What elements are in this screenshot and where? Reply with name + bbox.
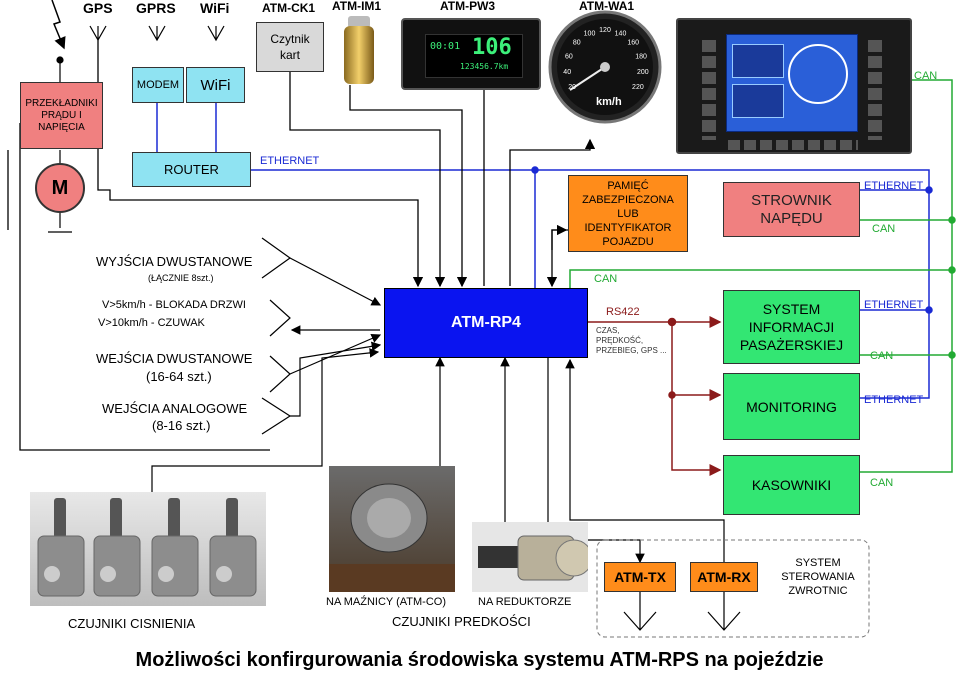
tx-antenna-icon (623, 592, 657, 631)
gauge-tick-label: 60 (565, 53, 573, 60)
wa1-unit: km/h (596, 96, 622, 108)
gauge-tick-label: 100 (584, 30, 596, 37)
gauge-tick-label: 120 (599, 27, 611, 34)
reduktorze-label: NA REDUKTORZE (478, 596, 572, 608)
atm-pw3-label: ATM-PW3 (440, 0, 496, 13)
ethernet-strownik-label: ETHERNET (864, 180, 924, 192)
atm-rx-box: ATM-RX (690, 562, 758, 592)
router-box: ROUTER (132, 152, 251, 187)
pamiec-box: PAMIĘĆ ZABEZPIECZONA LUB IDENTYFIKATOR P… (568, 175, 688, 252)
rx-antenna-icon (707, 592, 741, 631)
strownik-box: STROWNIK NAPĘDU (723, 182, 860, 237)
gauge-tick-label: 80 (573, 40, 581, 47)
onboard-display-image (676, 18, 912, 154)
reduktor-sensor-image (472, 522, 593, 592)
system-info-box: SYSTEM INFORMACJI PASAŻERSKIEJ (723, 290, 860, 364)
pw3-time: 00:01 (430, 41, 461, 52)
can-kas-label: CAN (870, 477, 894, 489)
can-strownik-label: CAN (872, 223, 896, 235)
atm-im1-label: ATM-IM1 (332, 0, 382, 13)
monitoring-box: MONITORING (723, 373, 860, 440)
przekladniki-box: PRZEKŁADNIKI PRĄDU I NAPIĘCIA (20, 82, 103, 149)
wejscia-sub-label: (16-64 szt.) (146, 369, 212, 384)
ethernet-router-label: ETHERNET (260, 155, 320, 167)
gauge-tick-label: 40 (563, 69, 571, 76)
zwrotnic-group-outline (596, 539, 870, 638)
atm-tx-box: ATM-TX (604, 562, 676, 592)
gauge-tick-label: 180 (635, 53, 647, 60)
analog-sub-label: (8-16 szt.) (152, 418, 211, 433)
can-top-label: CAN (914, 70, 938, 82)
can-spi-label: CAN (870, 350, 894, 362)
modem-box: MODEM (132, 67, 184, 103)
atm-pw3-device-image: 00:01 106 123456.7km (401, 18, 541, 90)
wyjscia-sub-label: (ŁĄCZNIE 8szt.) (148, 273, 214, 283)
pressure-sensors-image (30, 492, 266, 606)
analog-label: WEJŚCIA ANALOGOWE (102, 401, 248, 416)
gauge-tick-label: 220 (632, 84, 644, 91)
pw3-speed: 106 (472, 35, 512, 60)
czytnik-box: Czytnik kart (256, 22, 324, 72)
gprs-antenna-icon (148, 25, 166, 42)
wifi-antenna-icon (207, 25, 225, 42)
wifi-antenna-label: WiFi (200, 0, 230, 16)
atm-ck1-label: ATM-CK1 (262, 1, 316, 15)
atm-rp4-box: ATM-RP4 (384, 288, 588, 358)
atm-wa1-label: ATM-WA1 (579, 0, 635, 13)
gps-antenna-icon (89, 25, 107, 42)
motor-icon: M (35, 163, 85, 213)
wyjscia-label: WYJŚCIA DWUSTANOWE (96, 254, 253, 269)
gauge-tick-label: 20 (568, 84, 576, 91)
zwrotnic-label: SYSTEM STEROWANIA ZWROTNIC (781, 557, 855, 597)
gauge-tick-label: 140 (615, 30, 627, 37)
maznicy-label: NA MAŹNICY (ATM-CO) (326, 596, 446, 608)
kasowniki-box: KASOWNIKI (723, 455, 860, 515)
atm-im1-device-image (338, 12, 382, 86)
czuwak-label: V>10km/h - CZUWAK (98, 317, 205, 329)
rs422-label: RS422 (606, 306, 640, 318)
gprs-label: GPRS (136, 0, 176, 16)
wejscia-label: WEJŚCIA DWUSTANOWE (96, 351, 253, 366)
wifi-box: WiFi (186, 67, 245, 103)
gps-label: GPS (83, 0, 113, 16)
ethernet-mon-label: ETHERNET (864, 394, 924, 406)
blokada-label: V>5km/h - BLOKADA DRZWI (102, 299, 246, 311)
pw3-odo: 123456.7km (460, 62, 509, 71)
maznica-sensor-image (329, 466, 455, 592)
ethernet-spi-label: ETHERNET (864, 299, 924, 311)
can-mid-label: CAN (594, 273, 618, 285)
predkosci-label: CZUJNIKI PREDKOŚCI (392, 614, 531, 629)
lightning-icon (51, 0, 66, 50)
rs422-sub-label: CZAS, PRĘDKOŚĆ, PRZEBIEG, GPS ... (596, 326, 667, 355)
gauge-tick-label: 200 (637, 69, 649, 76)
cisnienia-label: CZUJNIKI CISNIENIA (68, 616, 196, 631)
gauge-tick-label: 160 (627, 40, 639, 47)
page-title: Możliwości konfirgurowania środowiska sy… (135, 649, 824, 671)
